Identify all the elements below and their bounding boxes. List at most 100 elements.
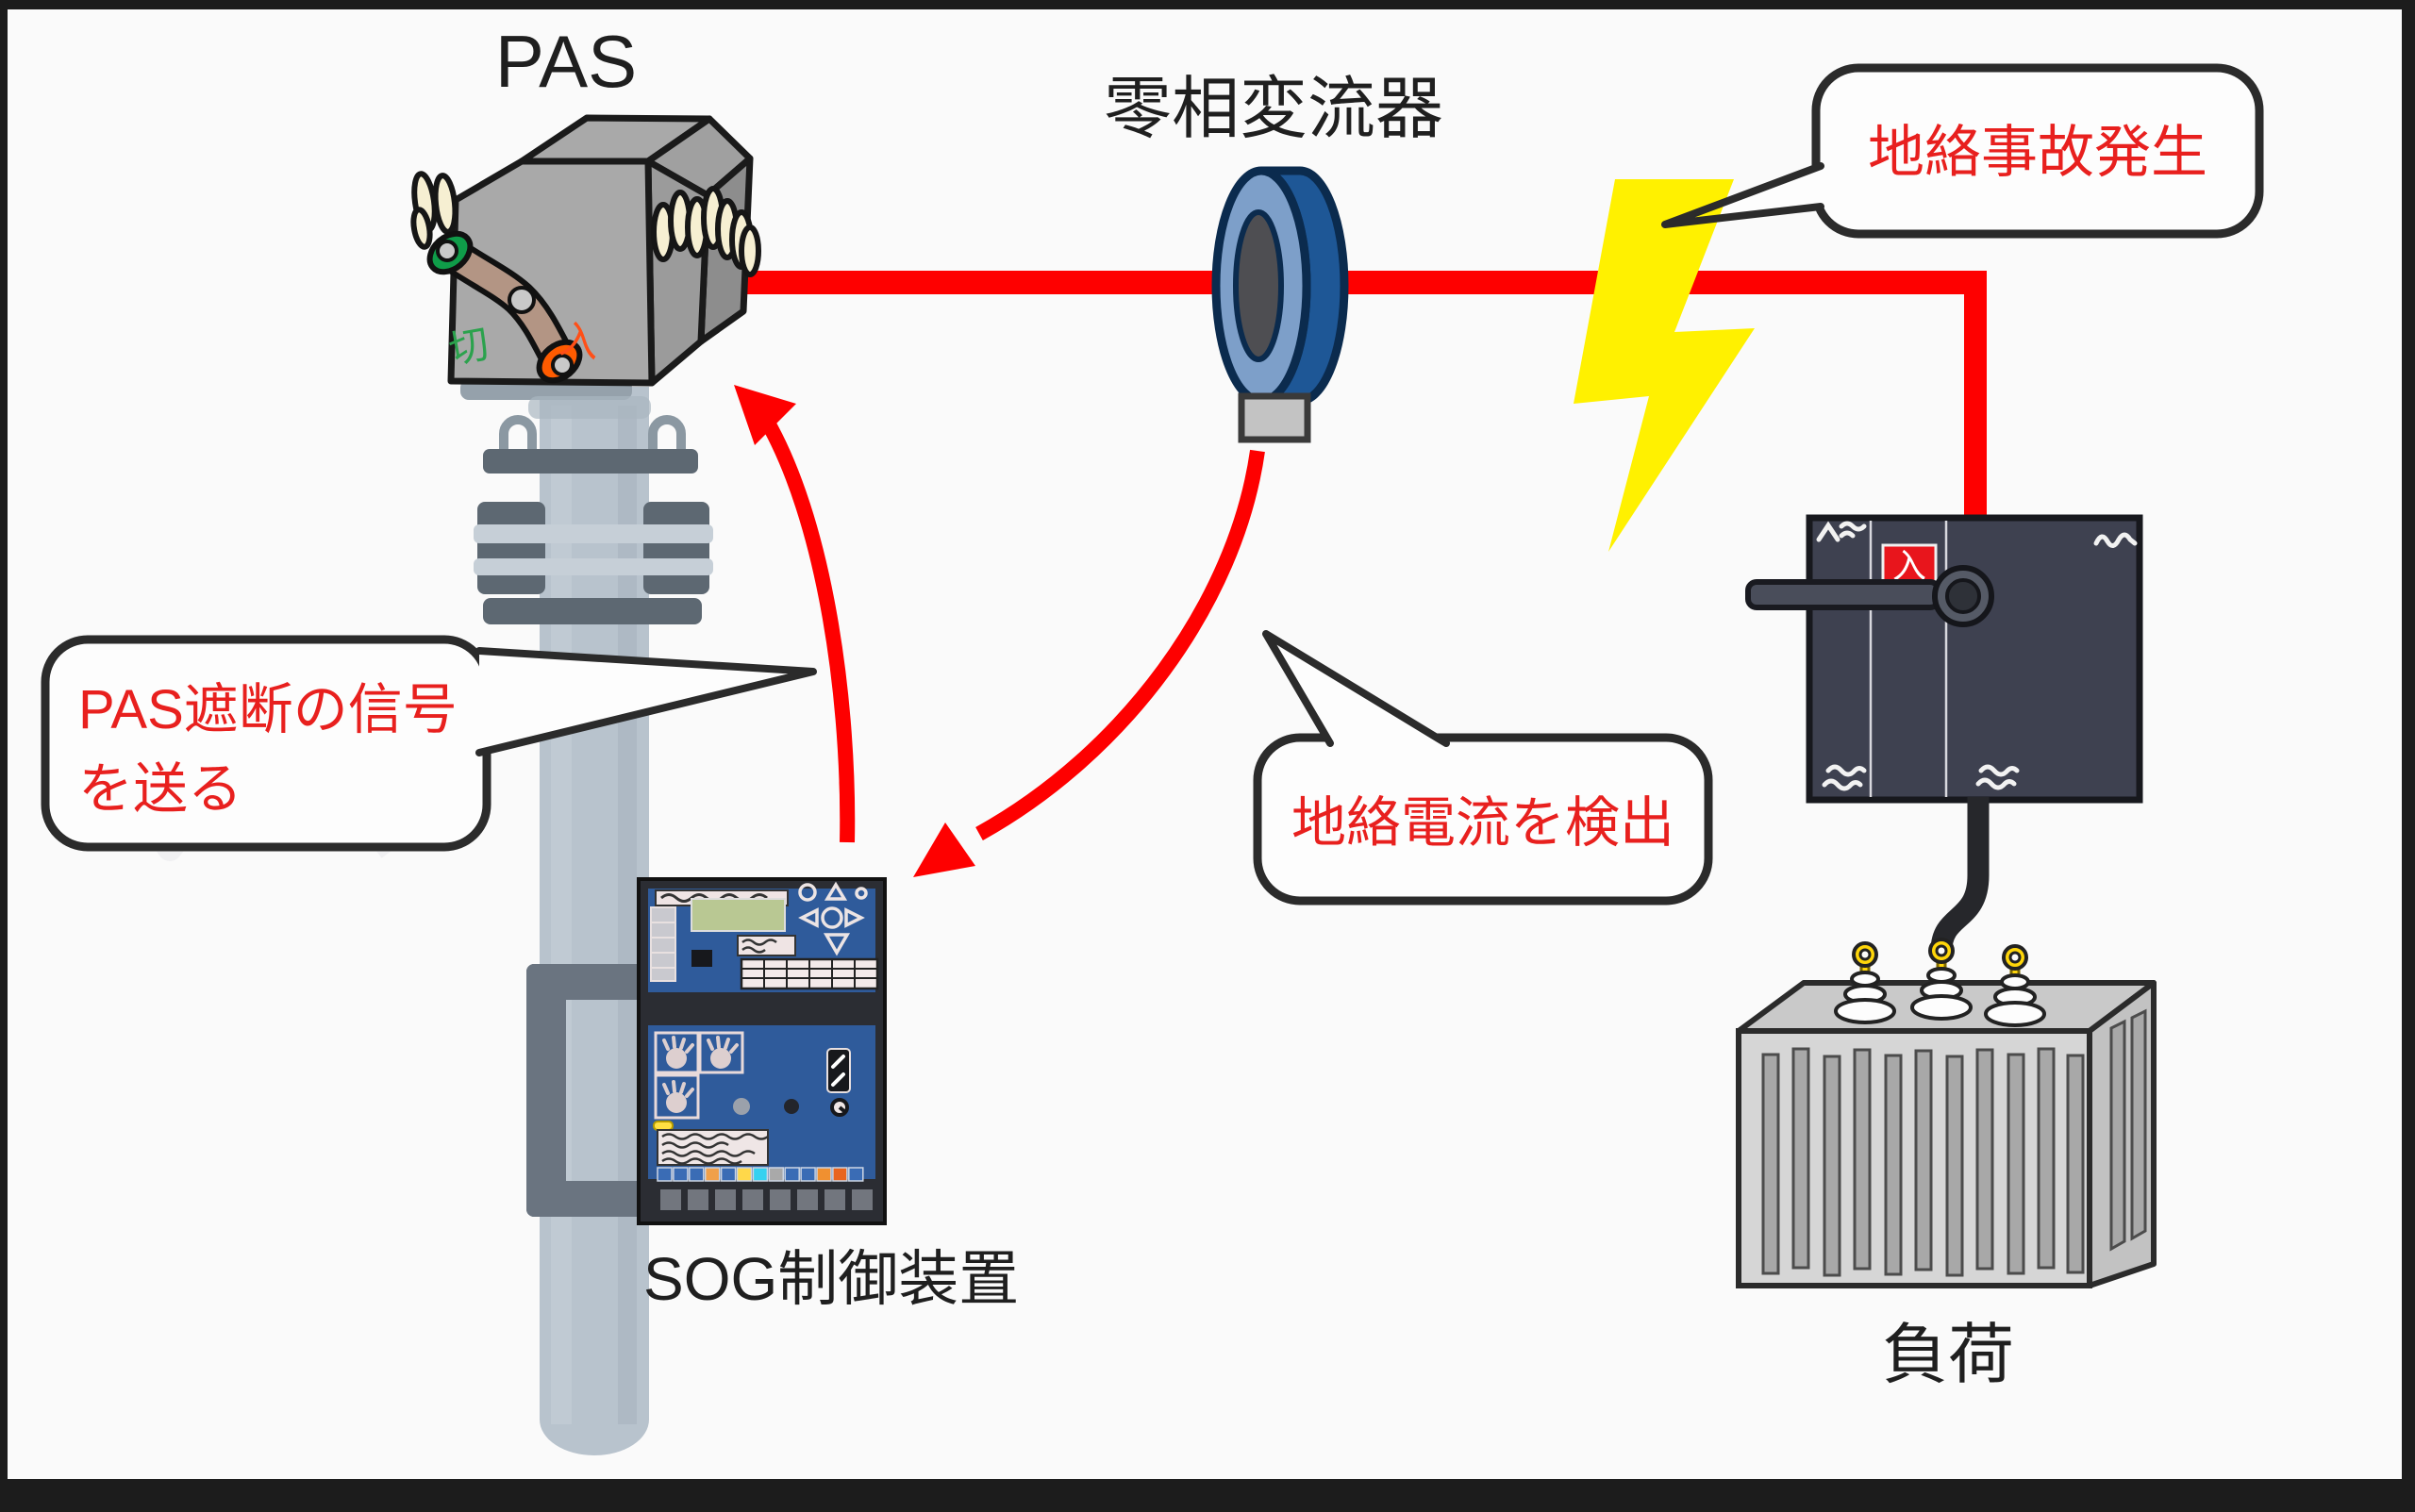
bushing-left <box>1834 941 1896 1024</box>
sog-label: SOG制御装置 <box>643 1245 1019 1313</box>
signal-bubble: PAS遮断の信号 を送る <box>41 635 817 852</box>
pole-crossarm-bottom <box>483 598 702 624</box>
terminal <box>688 1189 708 1210</box>
rib-side <box>2109 1019 2126 1252</box>
sog-indicator <box>673 1167 689 1182</box>
signal-bubble-tail <box>475 647 817 756</box>
detect-bubble-text: 地絡電流を検出 <box>1291 792 1674 854</box>
dial-pointer <box>662 1036 694 1054</box>
dial-knob-icon <box>666 1092 687 1113</box>
sog-indicator <box>816 1167 832 1182</box>
signal-arrows <box>734 385 1265 877</box>
breaker-on-marking: 入 <box>1892 546 1926 585</box>
zct-device <box>1211 166 1349 443</box>
pole-block-left <box>477 502 545 594</box>
sog-side-column-rows <box>651 922 675 969</box>
dial-knob-icon <box>666 1048 687 1069</box>
dial-pointer <box>707 1036 739 1054</box>
rib <box>2037 1047 2056 1270</box>
zct-ring-hole <box>1233 209 1284 362</box>
pole-hook-right <box>648 415 686 451</box>
terminal <box>824 1189 845 1210</box>
dial-pointer <box>662 1080 694 1098</box>
sog-indicator <box>848 1167 864 1182</box>
rib <box>1853 1048 1872 1271</box>
sog-lcd-display <box>691 898 786 932</box>
ring-hole <box>2008 951 2022 964</box>
zct-connector <box>1238 392 1311 443</box>
arrowhead-down-left-icon <box>913 822 975 877</box>
load-label: 負荷 <box>1882 1318 2014 1391</box>
rib <box>1975 1048 1994 1271</box>
bushing-icon <box>739 224 761 277</box>
pole-block-right <box>643 502 709 594</box>
sog-small-dial-pointer <box>838 1105 847 1114</box>
porcelain-disc <box>1834 998 1896 1024</box>
sog-indicator-row <box>657 1167 864 1182</box>
detect-bubble-body <box>1253 733 1713 906</box>
terminal <box>715 1189 736 1210</box>
breaker-handle <box>1745 579 1941 610</box>
rib <box>1761 1053 1780 1275</box>
handle-hole <box>551 354 574 376</box>
pole-crossarm-top <box>483 449 698 474</box>
signal-bubble-text-line2: を送る <box>78 758 242 820</box>
breaker-body <box>1806 514 2143 804</box>
sog-dial-boxes <box>654 1031 744 1120</box>
terminal <box>797 1189 818 1210</box>
sog-gray-button <box>733 1098 750 1115</box>
pas-bushings <box>410 171 761 277</box>
doodle-line <box>661 1157 742 1165</box>
up-triangle-icon <box>824 881 848 901</box>
fault-bubble: 地絡事故発生 <box>1574 63 2264 552</box>
arrowhead-up-left-icon <box>734 385 796 445</box>
pas-closed-marking: 入 <box>557 316 602 365</box>
handle-pivot <box>508 286 536 314</box>
ring-hole <box>1935 944 1948 957</box>
bushing-right <box>1984 944 2046 1027</box>
sog-panel <box>637 877 887 1225</box>
small-circle-icon <box>855 887 868 900</box>
rib <box>2066 1054 2085 1274</box>
rib <box>1914 1049 1933 1271</box>
pole-band-2 <box>474 558 713 575</box>
porcelain-disc <box>2000 973 2030 990</box>
doodle-mark <box>2093 532 2138 548</box>
porcelain-disc <box>1926 967 1957 984</box>
porcelain-disc <box>1984 1001 2046 1027</box>
sog-toggle-switch <box>826 1048 851 1093</box>
dial-box <box>698 1031 744 1074</box>
breaker-on-badge <box>1881 543 1938 585</box>
bushing-middle <box>1910 938 1973 1021</box>
doodle-mark <box>1975 764 2020 790</box>
fault-bubble-text: 地絡事故発生 <box>1868 121 2207 184</box>
pas-handle: 切 入 <box>426 230 602 384</box>
center-circle-icon <box>821 906 843 929</box>
terminal <box>770 1189 791 1210</box>
bushing-icon <box>432 173 458 235</box>
sog-table-grid <box>741 959 877 989</box>
transformer-ribs <box>1761 1008 2147 1277</box>
bushing-icon <box>410 207 433 250</box>
zct-label: 零相変流器 <box>1104 72 1443 147</box>
breaker-knob-center <box>1945 578 1981 614</box>
sog-nav-buttons <box>798 881 868 956</box>
sog-small-label <box>737 935 796 956</box>
sog-black-button <box>691 950 712 967</box>
sog-indicator <box>720 1167 737 1182</box>
terminal <box>660 1189 681 1210</box>
pas-front-face <box>447 158 656 387</box>
fault-bubble-tail-lines <box>1661 162 1824 228</box>
breaker-device: 入 <box>1745 514 2143 804</box>
fault-bubble-body <box>1811 63 2264 239</box>
sog-indicator <box>768 1167 785 1182</box>
power-line-vertical <box>1964 271 1987 520</box>
sog-clamp-side <box>526 964 566 1217</box>
doodle-line <box>661 1133 769 1140</box>
sog-yellow-marker <box>653 1121 674 1131</box>
transformer-bushings <box>1834 938 2046 1027</box>
rib <box>1884 1054 1903 1276</box>
rib <box>1823 1055 1841 1277</box>
breaker-markings <box>1816 521 2138 791</box>
